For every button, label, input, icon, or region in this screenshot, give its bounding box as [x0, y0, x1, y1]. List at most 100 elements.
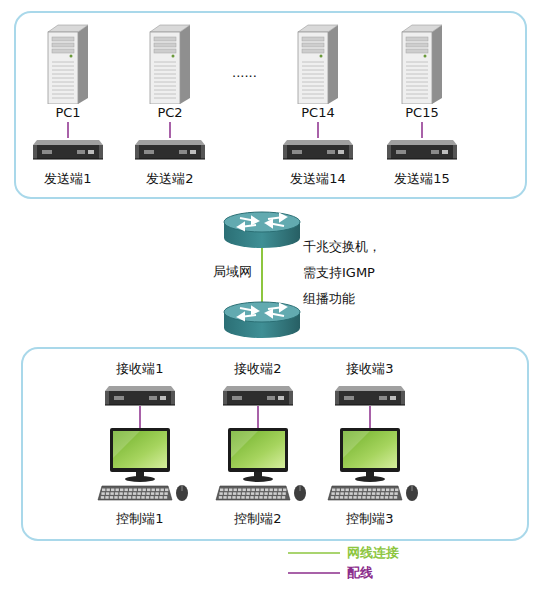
key: [147, 489, 150, 492]
key: [255, 492, 258, 495]
device-ear: [105, 391, 109, 405]
device-port: [338, 150, 344, 154]
key: [220, 489, 223, 492]
device-icon: [387, 140, 457, 160]
legend-entry: 网线连接: [288, 544, 399, 562]
key: [274, 489, 277, 492]
patch-cable: [67, 122, 69, 138]
device-ear: [223, 391, 227, 405]
key: [156, 489, 159, 492]
server-node: PC14: [288, 24, 348, 122]
vent-line: [302, 66, 324, 67]
key: [137, 492, 140, 495]
key: [146, 492, 149, 495]
screen-glare: [343, 431, 370, 458]
vent-line: [52, 98, 74, 99]
mouse: [176, 485, 188, 501]
vent-line: [302, 94, 324, 95]
device-top: [387, 140, 457, 145]
key: [362, 496, 365, 499]
device-icon: [105, 386, 175, 406]
key: [246, 492, 249, 495]
device-icon: [33, 140, 103, 160]
key: [223, 496, 226, 499]
device-port: [344, 396, 354, 400]
server-top: [48, 25, 88, 32]
device-ear: [135, 145, 139, 159]
node-label: PC1: [18, 104, 118, 122]
key: [228, 492, 231, 495]
screen-glare: [113, 431, 140, 458]
legend-text: 配线: [347, 565, 373, 580]
key: [151, 492, 154, 495]
key: [161, 489, 164, 492]
server-front: [48, 32, 78, 104]
key: [251, 492, 254, 495]
drive-bay: [52, 49, 74, 53]
device-port: [442, 150, 448, 154]
sender-group-frame: [15, 12, 526, 198]
key: [256, 489, 259, 492]
vent-line: [406, 98, 428, 99]
key: [265, 489, 268, 492]
drive-bay: [302, 43, 324, 47]
device-ear: [171, 391, 175, 405]
key: [269, 492, 272, 495]
key: [165, 489, 168, 492]
device-port: [396, 150, 406, 154]
node-label: 控制端3: [300, 510, 440, 528]
key: [376, 496, 379, 499]
drive-bay: [302, 37, 324, 41]
legend-entry: 配线: [288, 564, 373, 582]
key: [283, 489, 286, 492]
switch-icon: [224, 212, 300, 248]
vent-line: [154, 86, 176, 87]
server-top: [298, 25, 338, 32]
key: [394, 492, 397, 495]
device-ear: [335, 391, 339, 405]
key: [228, 496, 231, 499]
key: [341, 489, 344, 492]
drive-bay: [406, 37, 428, 41]
device-port: [42, 150, 52, 154]
control-station-node: 控制端2: [208, 428, 308, 528]
key: [252, 489, 255, 492]
key: [368, 489, 371, 492]
drive-bay: [406, 43, 428, 47]
key: [115, 492, 118, 495]
device-top: [33, 140, 103, 145]
key: [373, 489, 376, 492]
vent-line: [406, 94, 428, 95]
key: [129, 489, 132, 492]
mouse-button: [300, 485, 301, 491]
key: [264, 496, 267, 499]
key: [363, 492, 366, 495]
vent-line: [406, 74, 428, 75]
vent-line: [302, 90, 324, 91]
vent-line: [406, 78, 428, 79]
node-label: 发送端2: [110, 170, 230, 188]
console-icon: [90, 428, 190, 506]
control-station-node: 控制端3: [320, 428, 420, 528]
key: [110, 492, 113, 495]
key: [128, 492, 131, 495]
device-icon: [135, 140, 205, 160]
key: [377, 489, 380, 492]
vent-line: [302, 78, 324, 79]
key: [331, 492, 334, 495]
vent-line: [406, 66, 428, 67]
server-front: [150, 32, 180, 104]
key: [367, 496, 370, 499]
mouse: [294, 485, 306, 501]
legend-line: [288, 572, 340, 574]
key: [335, 496, 338, 499]
key: [340, 496, 343, 499]
key: [159, 496, 162, 499]
drive-bay: [406, 49, 428, 53]
device-edge: [33, 159, 103, 160]
key: [264, 492, 267, 495]
key: [250, 496, 253, 499]
vent-line: [406, 90, 428, 91]
server-top: [150, 25, 190, 32]
